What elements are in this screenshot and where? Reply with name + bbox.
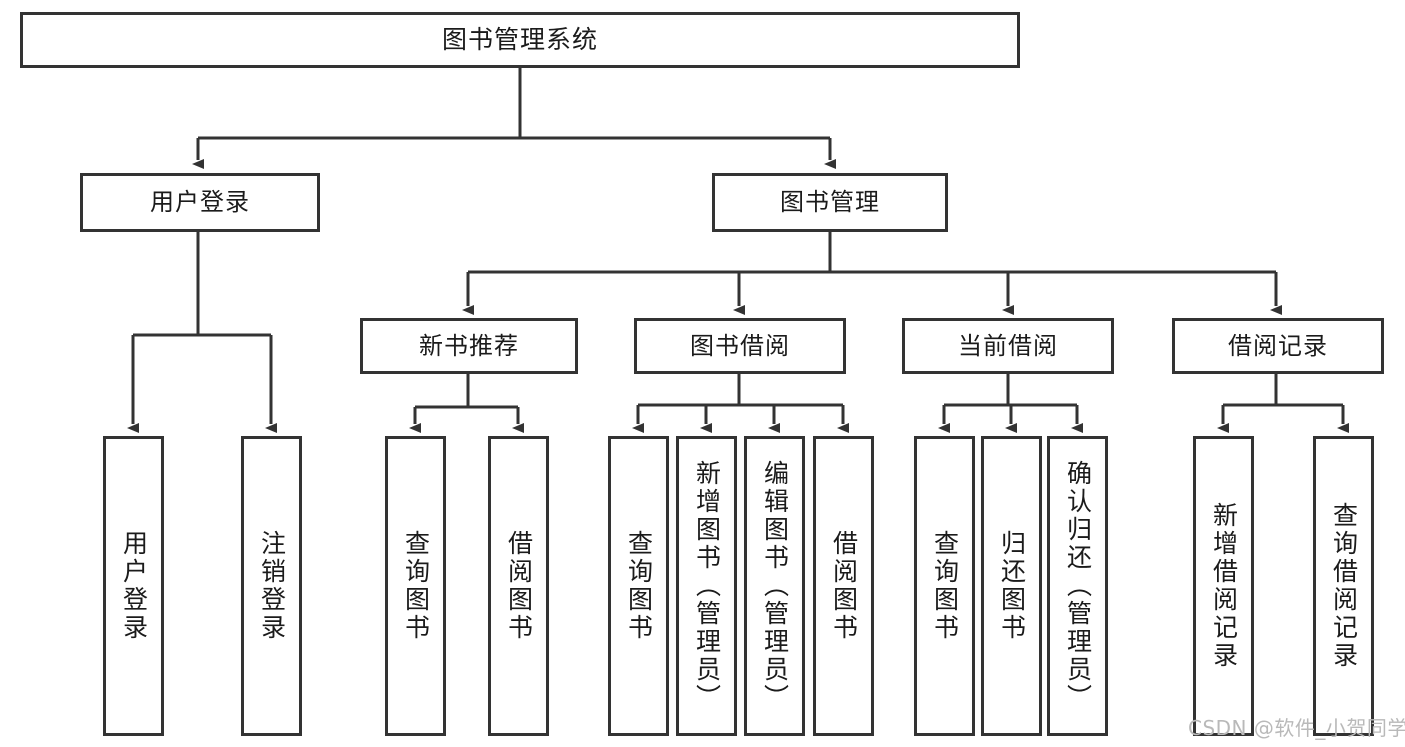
node-label: 确认归还（管理员） bbox=[1063, 460, 1093, 712]
leaf-add-book-admin[interactable]: 新增图书（管理员） bbox=[676, 436, 737, 736]
node-label: 借阅图书 bbox=[504, 530, 534, 642]
leaf-borrow-book-borrow[interactable]: 借阅图书 bbox=[813, 436, 874, 736]
node-label: 借阅记录 bbox=[1228, 331, 1328, 360]
node-user-login[interactable]: 用户登录 bbox=[80, 173, 320, 232]
node-new-book-recommend[interactable]: 新书推荐 bbox=[360, 318, 578, 374]
node-label: 图书管理系统 bbox=[441, 25, 598, 55]
node-root-book-management-system[interactable]: 图书管理系统 bbox=[20, 12, 1020, 68]
csdn-watermark: CSDN @软件_小贺同学 bbox=[1188, 716, 1405, 740]
node-label: 查询图书 bbox=[401, 530, 431, 642]
node-label: 查询借阅记录 bbox=[1329, 502, 1359, 670]
node-label: 图书借阅 bbox=[690, 331, 790, 360]
node-label: 新书推荐 bbox=[419, 331, 519, 360]
node-label: 图书管理 bbox=[780, 188, 880, 217]
leaf-query-book-current[interactable]: 查询图书 bbox=[914, 436, 975, 736]
node-label: 用户登录 bbox=[119, 530, 149, 642]
leaf-query-book-borrow[interactable]: 查询图书 bbox=[608, 436, 669, 736]
leaf-user-login[interactable]: 用户登录 bbox=[103, 436, 164, 736]
node-label: 查询图书 bbox=[930, 530, 960, 642]
node-label: 编辑图书（管理员） bbox=[760, 460, 790, 712]
node-label: 用户登录 bbox=[150, 188, 250, 217]
node-label: 新增借阅记录 bbox=[1209, 502, 1239, 670]
node-label: 归还图书 bbox=[997, 530, 1027, 642]
node-label: 借阅图书 bbox=[829, 530, 859, 642]
node-label: 注销登录 bbox=[257, 530, 287, 642]
node-borrow-record[interactable]: 借阅记录 bbox=[1172, 318, 1384, 374]
node-label: 查询图书 bbox=[624, 530, 654, 642]
leaf-add-borrow-record[interactable]: 新增借阅记录 bbox=[1193, 436, 1254, 736]
leaf-return-book[interactable]: 归还图书 bbox=[981, 436, 1042, 736]
leaf-edit-book-admin[interactable]: 编辑图书（管理员） bbox=[744, 436, 805, 736]
node-current-borrow[interactable]: 当前借阅 bbox=[902, 318, 1114, 374]
leaf-confirm-return-admin[interactable]: 确认归还（管理员） bbox=[1047, 436, 1108, 736]
node-label: 新增图书（管理员） bbox=[692, 460, 722, 712]
leaf-query-borrow-record[interactable]: 查询借阅记录 bbox=[1313, 436, 1374, 736]
node-label: 当前借阅 bbox=[958, 331, 1058, 360]
leaf-logout-login[interactable]: 注销登录 bbox=[241, 436, 302, 736]
leaf-query-book-recommend[interactable]: 查询图书 bbox=[385, 436, 446, 736]
node-book-management[interactable]: 图书管理 bbox=[712, 173, 948, 232]
leaf-borrow-book-recommend[interactable]: 借阅图书 bbox=[488, 436, 549, 736]
node-book-borrow[interactable]: 图书借阅 bbox=[634, 318, 846, 374]
